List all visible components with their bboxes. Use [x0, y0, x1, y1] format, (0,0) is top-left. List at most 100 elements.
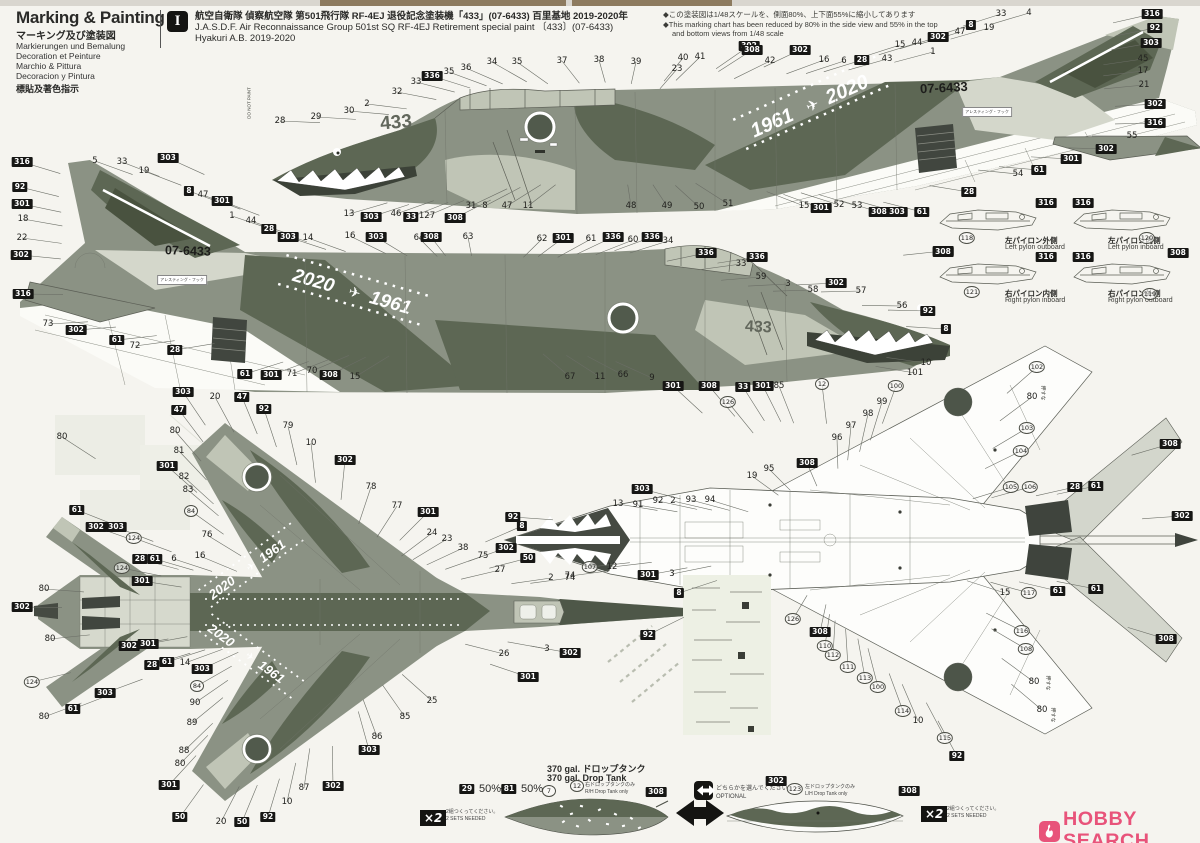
fin-stripe [102, 188, 211, 248]
engine-deck [79, 576, 191, 648]
pylon-label-en: Right pylon inboard [1005, 297, 1066, 304]
pylon-label-jp: 右パイロン外側 [1108, 289, 1161, 298]
serial-decal: 07-6433 [165, 243, 211, 259]
drop-tank-figures [504, 781, 904, 836]
canopy-glass [541, 604, 557, 620]
nozzle-port [1025, 500, 1072, 536]
canopy-glass [519, 604, 537, 620]
scale-note-en1: ◆This marking chart has been reduced by … [663, 20, 938, 29]
camo-stab-light [53, 517, 80, 542]
nozzle-pair [82, 596, 120, 630]
sets-note-en: 2 SETS NEEDED [446, 816, 486, 822]
scale-note-jp: ◆この塗装図は1/48スケールを、側面80%、上下面55%に縮小してあります [663, 10, 916, 19]
stabilator-tip [1155, 137, 1200, 156]
nose-cone-dark [545, 599, 690, 625]
spine-dark [190, 593, 490, 631]
camo-wing-lower-dark [250, 651, 370, 774]
tank-only-jp: 右ドロップタンクのみ [585, 782, 636, 788]
pylon-label-jp: 左パイロン内側 [1108, 236, 1161, 245]
aircraft-silhouette-icon: ✈ [347, 283, 363, 302]
page-title-jp: マーキング及び塗装図 [16, 31, 116, 42]
hobby-search-flame-icon [1038, 820, 1060, 842]
marking-step-icon: I [167, 11, 188, 32]
scale-note-en2: and bottom views from 1/48 scale [672, 29, 784, 38]
shark-teeth [814, 329, 934, 356]
shark-teeth-stbd [540, 548, 611, 566]
camo-wing-lower-dark2 [222, 661, 282, 724]
exhaust-nozzle [915, 124, 957, 173]
roundel-wing-lower [241, 733, 273, 765]
confetti-decal [559, 804, 642, 830]
pylon-label-en: Left pylon outboard [1005, 244, 1065, 251]
tank-only-en-right: L/H Drop Tank only [805, 791, 848, 797]
fuselage-panel-lines [630, 490, 1025, 590]
fin-emblem-dark [91, 170, 240, 258]
optional-arrow [676, 800, 724, 826]
subject-line-jp: 航空自衛隊 偵察航空隊 第501飛行隊 RF-4EJ 退役記念塗装機「433」(… [195, 11, 628, 22]
nozzle-stripes [916, 131, 957, 161]
pylon-label-en: Left pylon inboard [1108, 244, 1164, 251]
walkway-dashes [607, 625, 681, 703]
intake-lines [746, 291, 784, 356]
page-edge-strip [320, 0, 566, 6]
page-edge-strip [572, 0, 732, 6]
side-view-starboard: 433 1961 ✈ 2020 07-6433 [272, 16, 1200, 215]
optional-en: OPTIONAL [716, 794, 747, 800]
camo-wing-upper-dark [250, 450, 370, 573]
tank-only-jp-right: 左ドロップタンクのみ [805, 784, 856, 790]
title-lang-de: Markierungen und Bemalung [16, 41, 126, 51]
roundel-wing-stbd [943, 662, 973, 692]
hobby-search-logotype: HOBBY SEARCH [1063, 809, 1150, 843]
keel-lines [1040, 535, 1175, 545]
wing-panel-lines [259, 474, 421, 750]
pylon-label-jp: 右パイロン内側 [1005, 289, 1058, 298]
serial-decal: 07-6433 [920, 79, 968, 96]
nose-number-decal: 433 [744, 318, 772, 336]
camo-band-dark [705, 80, 970, 190]
title-lang-es: Decoracion y Pintura [16, 71, 95, 81]
pylon-label-en: Right pylon outboard [1108, 297, 1173, 304]
exhaust-nozzle [211, 317, 247, 363]
roundel-fuselage [523, 110, 557, 144]
drop-tank-left [504, 798, 669, 836]
sets-mark: ×2 [420, 810, 447, 826]
nozzle-stripes [211, 327, 247, 352]
mix-pct-b: 50% [521, 783, 544, 795]
fin-stripe [1049, 30, 1144, 84]
mix-pct-a: 50% [479, 783, 502, 795]
tail-cone [34, 603, 58, 619]
camo-wing-upper-dark2 [222, 500, 282, 563]
nose-number-decal: 433 [379, 111, 412, 135]
roundel-wing-upper [241, 461, 273, 493]
roundel-fuselage [606, 301, 640, 335]
canopy [459, 88, 616, 111]
optional-icon [694, 781, 715, 800]
shark-teeth-port [540, 514, 611, 532]
tank-only-en: R/H Drop Tank only [585, 789, 629, 795]
wing-port [768, 345, 1093, 509]
title-lang-it: Marchio & Pittura [16, 61, 82, 71]
title-lang-fr: Decoration et Peinture [16, 51, 101, 61]
header-divider [160, 10, 161, 48]
sets-note-en-right: 2 SETS NEEDED [947, 813, 987, 819]
camo-band-dark [240, 255, 475, 392]
hobby-search-watermark: HOBBY SEARCH [1038, 809, 1200, 843]
mix-plus: + [500, 783, 507, 795]
wing-stbd [768, 571, 1093, 735]
stencil-sheet-panel [683, 575, 771, 735]
roundel-wing-port [943, 387, 973, 417]
walkway-lines [205, 598, 460, 626]
pylon-label-jp: 左パイロン外側 [1005, 236, 1058, 245]
optional-jp: どちらかを選んでください。 [716, 786, 794, 792]
tank-title-jp: 370 gal. ドロップタンク [547, 764, 646, 774]
shark-teeth [276, 166, 406, 191]
camo-spine-dark [574, 95, 715, 170]
tail-cone [1175, 533, 1198, 547]
shark-eye-pupil [336, 151, 340, 155]
canopy-frames [434, 88, 596, 119]
radome-walkway [516, 536, 620, 544]
sets-mark-right: ×2 [921, 806, 948, 822]
bottom-view [503, 345, 1198, 735]
sets-note-jp-right: 2組つくってください。 [947, 806, 1000, 812]
